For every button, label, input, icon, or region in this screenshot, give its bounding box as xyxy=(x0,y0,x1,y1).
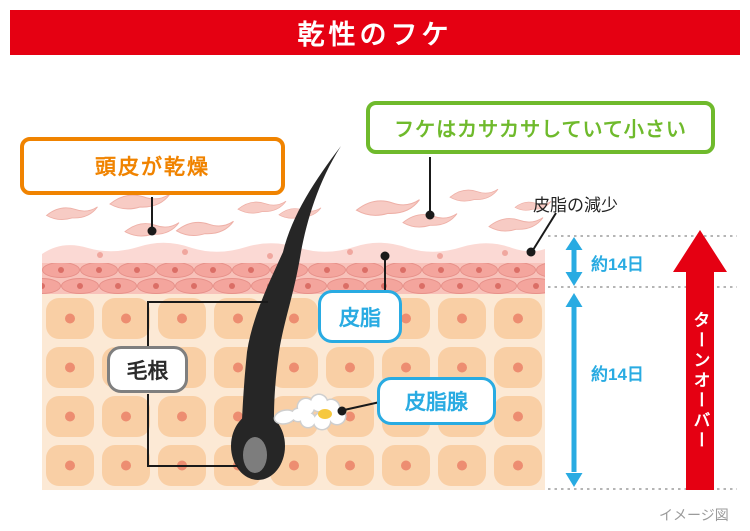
callout-dry-scalp-label: 頭皮が乾燥 xyxy=(95,156,210,179)
duration-lower-label: 約14日 xyxy=(591,360,644,385)
tag-sebum-label: 皮脂 xyxy=(339,306,381,330)
hair-bulb-core xyxy=(243,437,267,473)
callout-dry-scalp: 頭皮が乾燥 xyxy=(20,137,285,195)
pointer-line-sebum-decrease xyxy=(532,212,557,251)
tag-sebaceous-gland: 皮脂腺 xyxy=(377,377,496,425)
label-sebum-decrease: 皮脂の減少 xyxy=(533,191,618,216)
tag-sebum: 皮脂 xyxy=(318,290,402,343)
pointer-dot-sebum xyxy=(380,251,390,261)
page-title: 乾性のフケ xyxy=(297,20,453,50)
tag-hair-root-label: 毛根 xyxy=(126,359,169,383)
duration-arrow-upper xyxy=(565,237,583,286)
turnover-arrow-label: ターンオーバー xyxy=(686,280,714,482)
pointer-line-hair-root-top xyxy=(147,301,268,346)
pointer-lines xyxy=(147,157,557,467)
hair xyxy=(231,146,341,480)
pointer-dot-sebum-decrease xyxy=(526,247,536,257)
duration-upper-text: 約14日 xyxy=(591,255,644,274)
duration-upper-label: 約14日 xyxy=(591,250,644,275)
title-banner: 乾性のフケ xyxy=(10,10,740,55)
duration-lower-text: 約14日 xyxy=(591,365,644,384)
pointer-line-hair-root-bottom xyxy=(147,394,238,467)
pointer-dot-dry-scalp xyxy=(147,226,157,236)
callout-flake-note-label: フケはカサカサしていて小さい xyxy=(394,119,687,141)
duration-arrow-lower xyxy=(565,293,583,487)
tag-hair-root: 毛根 xyxy=(107,346,188,393)
turnover-arrow xyxy=(673,230,727,490)
pointer-line-gland xyxy=(343,401,381,411)
surface-speckles xyxy=(97,249,508,259)
pointer-dot-gland xyxy=(337,406,347,416)
gland-sebum-drop xyxy=(318,409,332,419)
pointer-dots xyxy=(147,210,536,416)
pointer-dot-flake-note xyxy=(425,210,435,220)
turnover-arrow-text: ターンオーバー xyxy=(690,311,710,451)
hair-shaft xyxy=(242,146,341,420)
tag-sebaceous-gland-label: 皮脂腺 xyxy=(405,391,468,414)
label-sebum-decrease-text: 皮脂の減少 xyxy=(533,196,618,215)
callout-flake-note: フケはカサカサしていて小さい xyxy=(366,101,715,154)
image-caption: イメージ図 xyxy=(659,505,729,525)
image-caption-text: イメージ図 xyxy=(659,507,729,523)
